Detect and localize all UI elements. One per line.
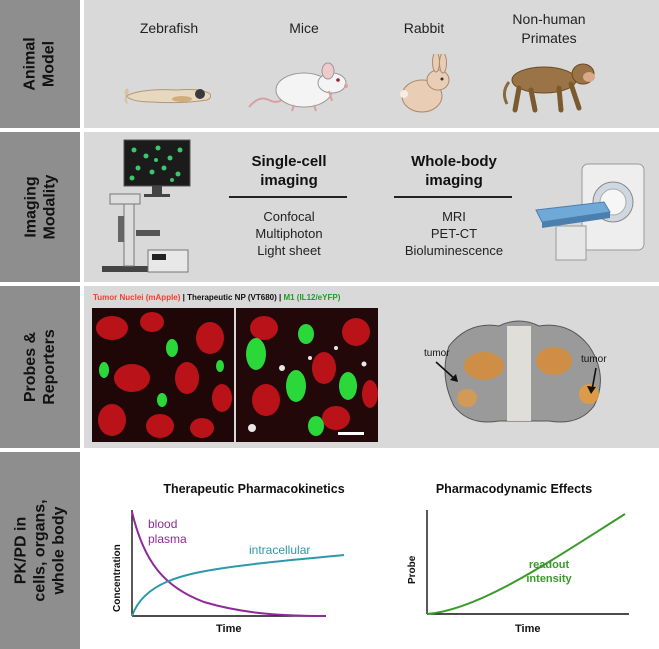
pd-readout-label-line2: intensity	[526, 573, 572, 585]
pd-readout-label-line1: readout	[529, 559, 570, 571]
pk-intracellular-curve	[131, 554, 345, 617]
single-cell-divider	[229, 196, 347, 198]
pd-plot-title: Pharmacodynamic Effects	[435, 482, 593, 496]
legend-sep-1: |	[180, 293, 188, 302]
whole-body-method-petct: PET-CT	[430, 226, 478, 241]
zebrafish-icon	[124, 88, 212, 104]
animal-model-label: Animal Model	[22, 37, 58, 91]
imaging-modality-side-label: Imaging Modality	[0, 132, 80, 282]
micrograph-right	[236, 308, 378, 442]
imaging-modality-row: Imaging Modality Single-cell imaging Con…	[0, 132, 659, 282]
single-cell-title: Single-cell imaging	[251, 153, 327, 189]
whole-body-scan-image	[444, 320, 601, 423]
legend-m1: M1 (IL12/eYFP)	[283, 293, 341, 302]
probes-reporters-label: Probes & Reporters	[21, 329, 58, 405]
pk-ylabel: Concentration	[112, 544, 123, 612]
tumor-label-left: tumor	[424, 348, 450, 359]
probes-reporters-row: Probes & Reporters Tumor Nuclei (mApple)…	[0, 286, 659, 448]
single-cell-method-light-sheet: Light sheet	[257, 243, 321, 258]
mice-label: Mice	[289, 20, 319, 36]
single-cell-method-multiphoton: Multiphoton	[255, 226, 323, 241]
micrograph-left	[92, 308, 234, 442]
imaging-modality-panel: Single-cell imaging Confocal Multiphoton…	[84, 132, 659, 282]
microscope-icon	[102, 139, 191, 273]
micrograph-right-image	[246, 316, 378, 436]
column-separator	[80, 0, 84, 649]
pk-blood-plasma-curve	[131, 511, 327, 617]
pkpd-row: PK/PD in cells, organs, whole body Thera…	[0, 452, 659, 649]
micrograph-legend: Tumor Nuclei (mApple) | Therapeutic NP (…	[93, 293, 340, 302]
pkpd-label: PK/PD in cells, organs, whole body	[12, 499, 68, 602]
whole-body-method-mri: MRI	[442, 209, 466, 224]
pk-xlabel: Time	[216, 623, 241, 635]
micrograph-left-image	[96, 312, 232, 438]
pkpd-panel: Therapeutic Pharmacokinetics Pharmacodyn…	[84, 452, 659, 649]
animal-model-side-label: Animal Model	[0, 0, 80, 128]
pk-blood-label-line1: blood	[148, 517, 177, 531]
tumor-label-right: tumor	[581, 354, 607, 365]
legend-therapeutic-np: Therapeutic NP (VT680)	[187, 293, 277, 302]
pd-xlabel: Time	[515, 623, 540, 635]
whole-body-title: Whole-body imaging	[411, 153, 497, 189]
rabbit-icon	[400, 54, 450, 113]
legend-sep-2: |	[276, 293, 284, 302]
probes-reporters-side-label: Probes & Reporters	[0, 286, 80, 448]
mouse-icon	[248, 62, 348, 112]
pd-readout-curve	[426, 513, 626, 615]
tumor-arrow-right	[587, 367, 597, 394]
scanner-icon	[535, 163, 645, 261]
probes-reporters-panel: Tumor Nuclei (mApple) | Therapeutic NP (…	[84, 286, 659, 448]
primate-icon	[502, 63, 595, 113]
animal-model-panel: Zebrafish Mice Rabbit Non-human Primates	[84, 0, 659, 128]
whole-body-divider	[394, 196, 512, 198]
pd-plot: Probe Time readout intensity	[407, 510, 629, 635]
tumor-arrow-left	[435, 361, 458, 382]
pk-blood-label-line2: plasma	[148, 532, 187, 546]
animal-model-row: Animal Model Zebrafish Mice Rabbit Non-h…	[0, 0, 659, 128]
pk-plot-title: Therapeutic Pharmacokinetics	[163, 482, 345, 496]
whole-body-method-bioluminescence: Bioluminescence	[404, 243, 504, 258]
pk-plot: Concentration Time blood plasma intracel…	[112, 510, 345, 635]
rabbit-label: Rabbit	[403, 20, 445, 36]
single-cell-method-confocal: Confocal	[263, 209, 315, 224]
legend-tumor-nuclei: Tumor Nuclei (mApple)	[93, 293, 181, 302]
pkpd-side-label: PK/PD in cells, organs, whole body	[0, 452, 80, 649]
pk-intracellular-label: intracellular	[249, 543, 310, 557]
primates-label: Non-human Primates	[512, 11, 586, 46]
pd-ylabel: Probe	[407, 555, 418, 584]
zebrafish-label: Zebrafish	[139, 20, 199, 36]
imaging-modality-label: Imaging Modality	[21, 174, 58, 240]
